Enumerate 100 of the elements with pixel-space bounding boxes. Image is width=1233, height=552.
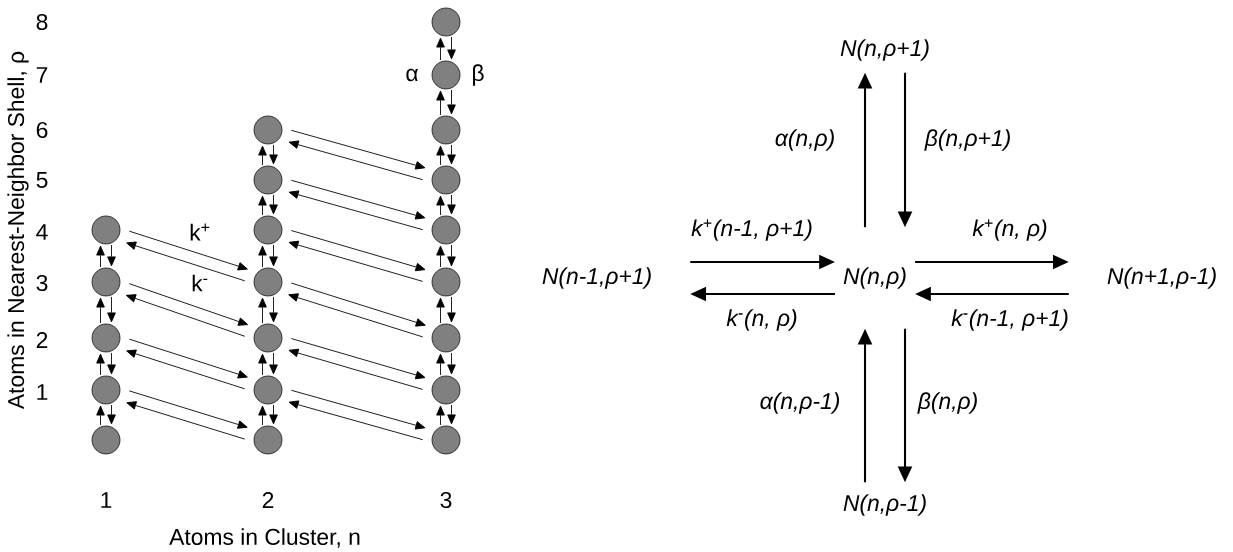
tick-label: 5 — [36, 172, 48, 188]
arrow — [447, 89, 456, 115]
arrow — [436, 405, 445, 426]
state-circle — [253, 115, 283, 145]
arrow — [436, 353, 445, 376]
arrow — [447, 144, 456, 165]
rate-label: k$^{-}$(n-1, ρ+1) — [949, 307, 1071, 333]
arrow — [288, 348, 424, 390]
arrow — [96, 353, 105, 376]
axis-title: Atoms in Cluster, n — [169, 528, 360, 548]
arrow — [96, 245, 105, 268]
arrow — [128, 283, 249, 326]
state-circle — [431, 115, 461, 145]
rate-label: k$^{-}$(n, ρ) — [724, 307, 800, 333]
state-circle — [431, 215, 461, 245]
rate-label: α(n,ρ) — [773, 127, 837, 153]
arrow — [447, 244, 456, 267]
arrow — [436, 195, 445, 216]
arrow — [96, 405, 105, 426]
arrow — [126, 349, 246, 390]
rate-label: α(n,ρ-1) — [757, 390, 843, 416]
arrow — [125, 294, 246, 337]
state-circle — [91, 375, 121, 405]
tick-label: 6 — [36, 121, 48, 139]
arrow — [288, 400, 424, 441]
rate-label: k$^{+}$(n, ρ) — [970, 217, 1050, 243]
state-circle — [431, 267, 461, 297]
arrow — [269, 194, 278, 215]
arrow — [128, 230, 248, 271]
arrow — [290, 179, 426, 220]
rate-label: β(n,ρ) — [916, 390, 980, 416]
rate-label: β(n,ρ+1) — [923, 127, 1013, 153]
state-circle — [431, 323, 461, 353]
state-label: N(n-1,ρ+1) — [542, 267, 651, 289]
arrow — [126, 401, 246, 440]
arrow — [269, 296, 278, 323]
state-circle — [253, 165, 283, 195]
state-label: N(n+1,ρ-1) — [1107, 267, 1216, 289]
state-circle — [91, 215, 121, 245]
rate-label: β — [473, 64, 484, 86]
arrow — [258, 145, 267, 166]
arrow — [96, 297, 105, 324]
arrow — [258, 297, 267, 324]
arrow — [258, 405, 267, 426]
tick-label: 1 — [37, 384, 48, 400]
arrow — [128, 338, 248, 379]
arrow — [258, 353, 267, 376]
arrow — [107, 404, 116, 425]
arrow — [290, 338, 426, 380]
arrow — [269, 144, 278, 165]
rate-label: α — [406, 68, 418, 82]
tick-label: 3 — [440, 491, 452, 509]
arrow — [290, 282, 426, 327]
arrow — [288, 293, 424, 338]
tick-label: 4 — [36, 224, 48, 240]
arrow — [447, 194, 456, 215]
rate-label: k$^{+}$(n-1, ρ+1) — [689, 217, 815, 243]
arrow — [447, 404, 456, 425]
arrow — [288, 190, 424, 231]
arrow — [269, 404, 278, 425]
arrow — [288, 240, 424, 282]
rate-label: k$^{+}$ — [190, 223, 210, 241]
state-circle — [253, 375, 283, 405]
tick-label: 8 — [36, 13, 48, 31]
state-circle — [253, 267, 283, 297]
state-circle — [253, 425, 283, 455]
state-circle — [91, 267, 121, 297]
arrow — [290, 389, 426, 430]
arrow — [290, 230, 426, 272]
arrow — [258, 195, 267, 216]
arrow — [269, 244, 278, 267]
tick-label: 7 — [36, 67, 48, 83]
arrow — [288, 140, 424, 181]
axis-title: Atoms in Nearest-Neighbor Shell, ρ — [7, 51, 29, 410]
arrow — [436, 145, 445, 166]
tick-label: 2 — [262, 492, 274, 508]
state-circle — [431, 7, 461, 37]
arrow — [436, 90, 445, 116]
tick-label: 2 — [36, 332, 48, 348]
state-circle — [91, 323, 121, 353]
state-circle — [431, 165, 461, 195]
arrow — [128, 390, 248, 429]
state-label: N(n,ρ) — [843, 267, 906, 289]
state-circle — [431, 60, 461, 90]
arrow — [447, 296, 456, 323]
state-circle — [431, 425, 461, 455]
arrow — [436, 297, 445, 324]
arrow — [436, 245, 445, 268]
arrow — [436, 37, 445, 61]
state-circle — [253, 323, 283, 353]
state-circle — [431, 375, 461, 405]
tick-label: 3 — [36, 274, 48, 292]
tick-label: 1 — [101, 492, 112, 508]
arrow — [126, 241, 246, 282]
state-circle — [253, 215, 283, 245]
arrow — [290, 129, 426, 170]
state-label: N(n,ρ+1) — [840, 39, 929, 61]
arrow — [107, 244, 116, 267]
rate-label: k$^{-}$ — [192, 274, 208, 292]
state-label: N(n,ρ-1) — [843, 494, 926, 516]
